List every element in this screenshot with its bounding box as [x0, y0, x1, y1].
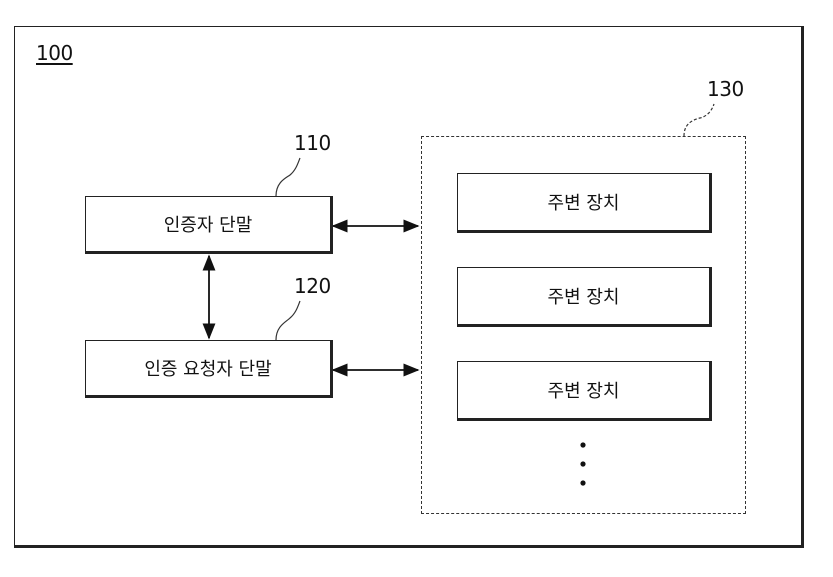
peripheral-group-boundary — [421, 136, 746, 514]
leader-line-130 — [683, 103, 715, 137]
peripheral-device-label: 주변 장치 — [547, 193, 620, 214]
requester-terminal-box: 인증 요청자 단말 — [85, 340, 333, 398]
peripheral-device-label: 주변 장치 — [547, 381, 620, 402]
leader-line-110 — [275, 157, 301, 197]
peripheral-device-label: 주변 장치 — [547, 287, 620, 308]
system-reference-label: 100 — [36, 41, 73, 65]
requester-reference-label: 120 — [294, 274, 331, 298]
authenticator-terminal-box: 인증자 단말 — [85, 196, 333, 254]
peripheral-device-box: 주변 장치 — [457, 173, 712, 233]
peripheral-device-box: 주변 장치 — [457, 267, 712, 327]
authenticator-reference-label: 110 — [294, 131, 331, 155]
ellipsis-dot — [580, 442, 586, 448]
requester-terminal-label: 인증 요청자 단말 — [144, 359, 272, 380]
peripheral-group-reference-label: 130 — [707, 77, 744, 101]
authenticator-terminal-label: 인증자 단말 — [163, 215, 253, 236]
figure-frame — [14, 26, 804, 548]
leader-line-120 — [275, 300, 301, 341]
ellipsis-dot — [580, 461, 586, 467]
ellipsis-dot — [580, 480, 586, 486]
peripheral-device-box: 주변 장치 — [457, 361, 712, 421]
